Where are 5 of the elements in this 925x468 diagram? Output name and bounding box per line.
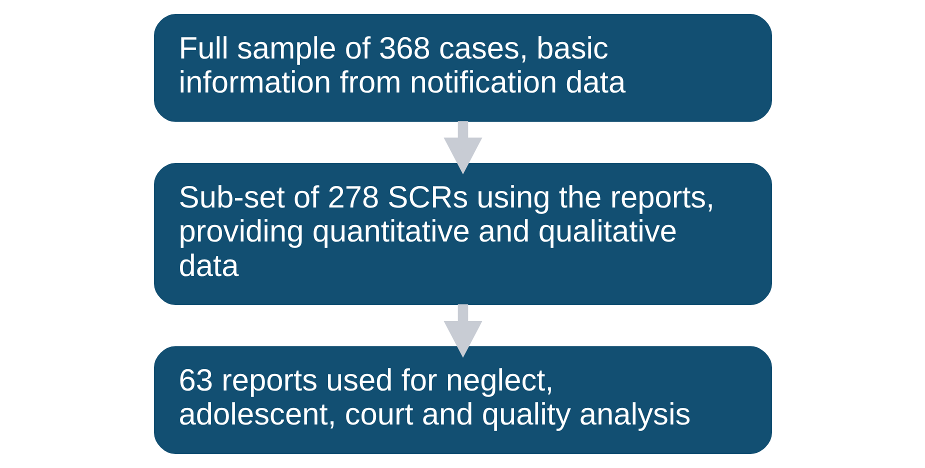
node-box: Full sample of 368 cases, basic information from notification data (154, 14, 772, 122)
node-box: Sub-set of 278 SCRs using the reports, providing quantitative and qualitative data (154, 162, 772, 306)
arrow (443, 304, 482, 358)
node-box: 63 reports used for neglect, adolescent, court and quality analysis (154, 346, 772, 454)
arrow (443, 121, 482, 174)
